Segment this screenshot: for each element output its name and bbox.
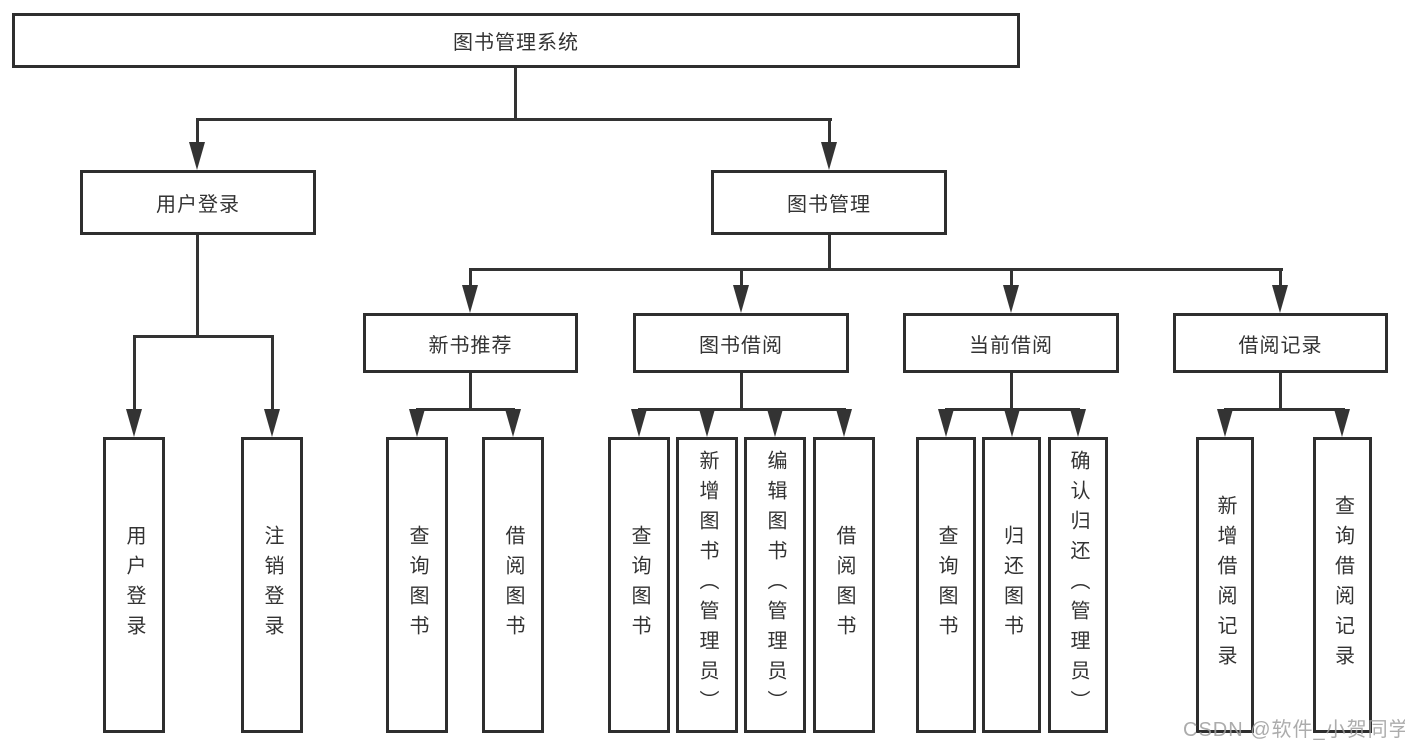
leaf-query-books: 查询图书 bbox=[386, 437, 448, 733]
connector-drop-leaf bbox=[133, 335, 136, 411]
node-label: 新书推荐 bbox=[428, 334, 513, 357]
leaf-borrow-books: 借阅图书 bbox=[813, 437, 875, 733]
leaf-label: 查询图书 bbox=[628, 525, 650, 645]
leaf-label: 借阅图书 bbox=[502, 525, 524, 645]
connector-root-hbar bbox=[196, 118, 832, 121]
connector-user-login-hbar bbox=[133, 335, 274, 338]
node-label: 当前借阅 bbox=[969, 334, 1053, 357]
leaf-query-books: 查询图书 bbox=[916, 437, 976, 733]
leaf-user-login: 用户登录 bbox=[103, 437, 165, 733]
connector-book-management-stem bbox=[828, 235, 831, 270]
arrow-down-icon bbox=[631, 409, 647, 437]
connector-current-borrow-stem bbox=[1010, 373, 1013, 410]
leaf-add-books-admin: 新增图书（管理员） bbox=[676, 437, 738, 733]
leaf-confirm-return-admin: 确认归还（管理员） bbox=[1048, 437, 1108, 733]
node-library-management-system: 图书管理系统 bbox=[12, 13, 1020, 68]
node-label: 图书管理 bbox=[787, 194, 871, 216]
arrow-down-icon bbox=[1217, 409, 1233, 437]
arrow-down-icon bbox=[733, 285, 749, 313]
connector-new-book-hbar bbox=[416, 408, 515, 411]
connector-book-management-hbar bbox=[469, 268, 1283, 271]
connector-drop-book-borrow bbox=[740, 268, 743, 287]
node-new-book-recommendation: 新书推荐 bbox=[363, 313, 578, 373]
leaf-query-books: 查询图书 bbox=[608, 437, 670, 733]
leaf-borrow-books: 借阅图书 bbox=[482, 437, 544, 733]
node-label: 用户登录 bbox=[156, 194, 240, 216]
connector-drop-user-login bbox=[196, 118, 199, 144]
arrow-down-icon bbox=[1272, 285, 1288, 313]
arrow-down-icon bbox=[462, 285, 478, 313]
connector-drop-current-borrow bbox=[1010, 268, 1013, 287]
leaf-label: 新增图书（管理员） bbox=[696, 450, 718, 720]
node-current-borrowing: 当前借阅 bbox=[903, 313, 1119, 373]
leaf-label: 确认归还（管理员） bbox=[1067, 450, 1089, 720]
node-book-borrowing: 图书借阅 bbox=[633, 313, 849, 373]
connector-drop-book-management bbox=[828, 118, 831, 144]
connector-borrow-records-stem bbox=[1279, 373, 1282, 410]
connector-new-book-stem bbox=[469, 373, 472, 410]
node-book-management: 图书管理 bbox=[711, 170, 947, 235]
arrow-down-icon bbox=[1003, 285, 1019, 313]
node-label: 图书管理系统 bbox=[453, 32, 579, 54]
node-borrowing-records: 借阅记录 bbox=[1173, 313, 1388, 373]
arrow-down-icon bbox=[1004, 409, 1020, 437]
connector-user-login-stem bbox=[196, 235, 199, 337]
leaf-label: 查询借阅记录 bbox=[1331, 495, 1354, 675]
connector-book-borrow-stem bbox=[740, 373, 743, 410]
leaf-label: 编辑图书（管理员） bbox=[764, 450, 786, 720]
leaf-label: 新增借阅记录 bbox=[1214, 495, 1236, 675]
connector-drop-new-book bbox=[469, 268, 472, 287]
csdn-watermark: CSDN @软件_小贺同学 bbox=[1183, 719, 1405, 741]
node-label: 借阅记录 bbox=[1238, 334, 1323, 357]
arrow-down-icon bbox=[1334, 409, 1350, 437]
arrow-down-icon bbox=[938, 409, 954, 437]
leaf-query-borrow-record: 查询借阅记录 bbox=[1313, 437, 1372, 733]
leaf-edit-books-admin: 编辑图书（管理员） bbox=[744, 437, 806, 733]
arrow-down-icon bbox=[1070, 409, 1086, 437]
node-label: 图书借阅 bbox=[699, 334, 783, 357]
leaf-label: 查询图书 bbox=[935, 525, 957, 645]
leaf-label: 查询图书 bbox=[406, 525, 428, 645]
arrow-down-icon bbox=[821, 142, 837, 170]
leaf-label: 注销登录 bbox=[261, 525, 283, 645]
arrow-down-icon bbox=[505, 409, 521, 437]
connector-book-borrow-hbar bbox=[638, 408, 846, 411]
arrow-down-icon bbox=[409, 409, 425, 437]
arrow-down-icon bbox=[189, 142, 205, 170]
leaf-logout: 注销登录 bbox=[241, 437, 303, 733]
connector-root-stem bbox=[514, 68, 517, 118]
leaf-add-borrow-record: 新增借阅记录 bbox=[1196, 437, 1254, 733]
leaf-label: 归还图书 bbox=[1000, 525, 1023, 645]
arrow-down-icon bbox=[126, 409, 142, 437]
arrow-down-icon bbox=[699, 409, 715, 437]
arrow-down-icon bbox=[264, 409, 280, 437]
leaf-return-books: 归还图书 bbox=[982, 437, 1041, 733]
connector-drop-borrow-records bbox=[1279, 268, 1282, 287]
node-user-login: 用户登录 bbox=[80, 170, 316, 235]
connector-borrow-records-hbar bbox=[1224, 408, 1345, 411]
arrow-down-icon bbox=[767, 409, 783, 437]
connector-drop-leaf bbox=[271, 335, 274, 411]
arrow-down-icon bbox=[836, 409, 852, 437]
leaf-label: 借阅图书 bbox=[833, 525, 855, 645]
leaf-label: 用户登录 bbox=[123, 525, 145, 645]
